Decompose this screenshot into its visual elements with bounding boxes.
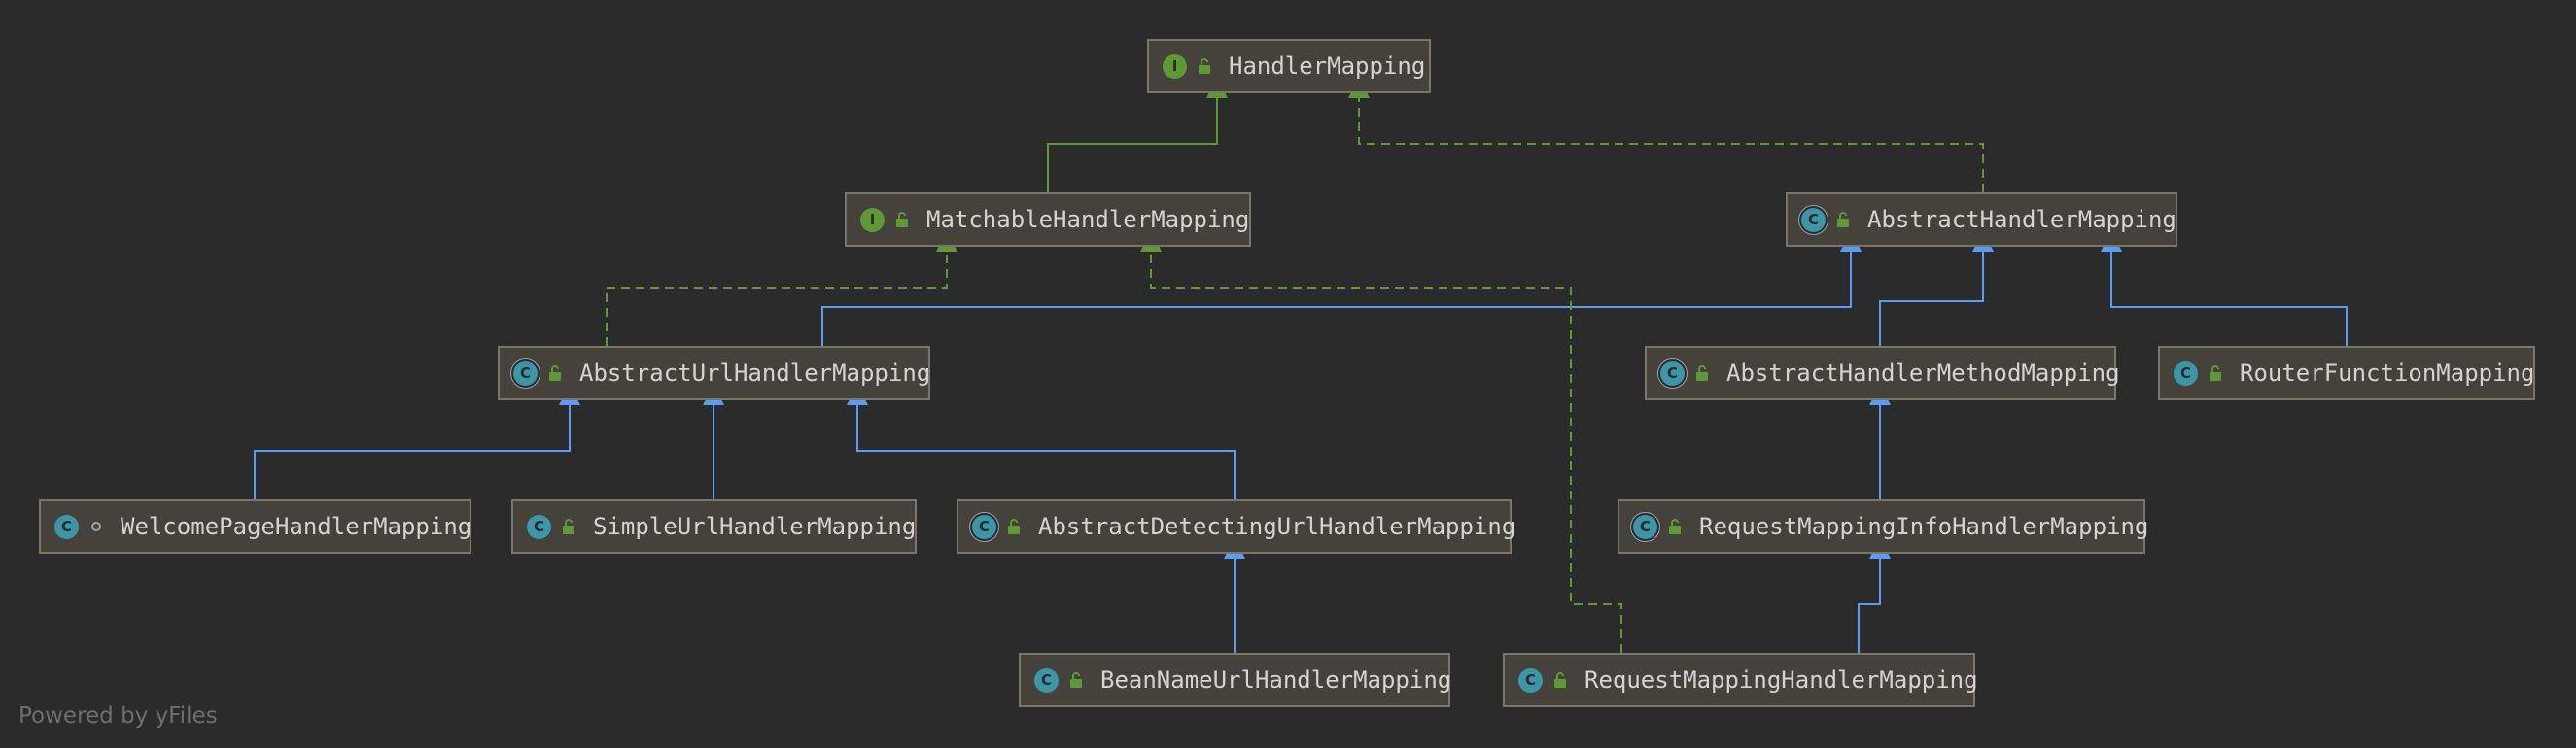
class-icon: C: [527, 514, 551, 539]
package-private-icon: [87, 518, 105, 535]
node-label: AbstractHandlerMethodMapping: [1726, 359, 2120, 387]
class-icon: C: [1518, 667, 1543, 693]
node-label: RouterFunctionMapping: [2240, 359, 2535, 387]
node-rmi[interactable]: C RequestMappingInfoHandlerMapping: [1618, 499, 2149, 554]
abstract-class-icon: C: [1633, 514, 1657, 539]
powered-by-label: Powered by yFiles: [18, 703, 218, 729]
node-label: AbstractUrlHandlerMapping: [579, 359, 931, 387]
class-icon: C: [2174, 360, 2198, 386]
edge-bean-name-to-abstract-detecting: [1224, 537, 1245, 653]
public-lock-icon: [1067, 671, 1085, 689]
abstract-class-icon: C: [972, 514, 996, 539]
node-abstract-hm[interactable]: C AbstractHandlerMapping: [1786, 192, 2177, 247]
edge-rmh-to-matchable: [1140, 230, 1622, 653]
edge-abstract-hm-to-handler-mapping: [1348, 77, 1984, 192]
node-abstract-method[interactable]: C AbstractHandlerMethodMapping: [1645, 346, 2120, 400]
node-label: AbstractDetectingUrlHandlerMapping: [1038, 513, 1516, 540]
edge-welcome-to-abstract-url: [254, 384, 580, 499]
node-label: RequestMappingHandlerMapping: [1584, 666, 1978, 694]
public-lock-icon: [2207, 364, 2224, 382]
public-lock-icon: [1693, 364, 1711, 382]
public-lock-icon: [893, 211, 911, 228]
edge-abstract-url-to-matchable: [606, 230, 957, 346]
node-router-fn[interactable]: C RouterFunctionMapping: [2158, 346, 2535, 400]
public-lock-icon: [1551, 671, 1569, 689]
abstract-class-icon: C: [1660, 360, 1685, 386]
public-lock-icon: [1005, 518, 1023, 535]
class-icon: C: [54, 514, 79, 539]
edge-router-fn-to-abstract-hm: [2101, 230, 2348, 346]
interface-icon: I: [1163, 53, 1187, 79]
node-label: AbstractHandlerMapping: [1867, 206, 2176, 233]
edge-abstract-method-to-abstract-hm: [1879, 230, 1994, 346]
node-simple-url[interactable]: C SimpleUrlHandlerMapping: [511, 499, 917, 554]
edge-rmh-to-rmi: [1858, 537, 1891, 653]
edge-simple-url-to-abstract-url: [703, 384, 724, 499]
edge-rmi-to-abstract-method: [1869, 384, 1891, 499]
node-label: SimpleUrlHandlerMapping: [593, 513, 917, 540]
node-abstract-detecting[interactable]: C AbstractDetectingUrlHandlerMapping: [957, 499, 1516, 554]
public-lock-icon: [560, 518, 577, 535]
public-lock-icon: [1834, 211, 1852, 228]
node-label: WelcomePageHandlerMapping: [121, 513, 472, 540]
abstract-class-icon: C: [1801, 207, 1826, 232]
edge-abstract-detecting-to-abstract-url: [847, 384, 1236, 499]
node-label: BeanNameUrlHandlerMapping: [1100, 666, 1452, 694]
public-lock-icon: [546, 364, 564, 382]
class-icon: C: [1034, 667, 1059, 693]
node-bean-name[interactable]: C BeanNameUrlHandlerMapping: [1019, 653, 1452, 707]
abstract-class-icon: C: [513, 360, 538, 386]
node-handler-mapping[interactable]: I HandlerMapping: [1147, 39, 1431, 93]
node-abstract-url[interactable]: C AbstractUrlHandlerMapping: [498, 346, 930, 400]
node-label: MatchableHandlerMapping: [926, 206, 1250, 233]
node-label: RequestMappingInfoHandlerMapping: [1699, 513, 2149, 540]
node-matchable[interactable]: I MatchableHandlerMapping: [845, 192, 1251, 247]
public-lock-icon: [1196, 57, 1213, 75]
node-label: HandlerMapping: [1229, 52, 1426, 80]
node-welcome[interactable]: C WelcomePageHandlerMapping: [39, 499, 471, 554]
interface-icon: I: [860, 207, 885, 232]
node-rmh[interactable]: C RequestMappingHandlerMapping: [1503, 653, 1978, 707]
edge-matchable-to-handler-mapping: [1047, 77, 1228, 192]
public-lock-icon: [1666, 518, 1684, 535]
